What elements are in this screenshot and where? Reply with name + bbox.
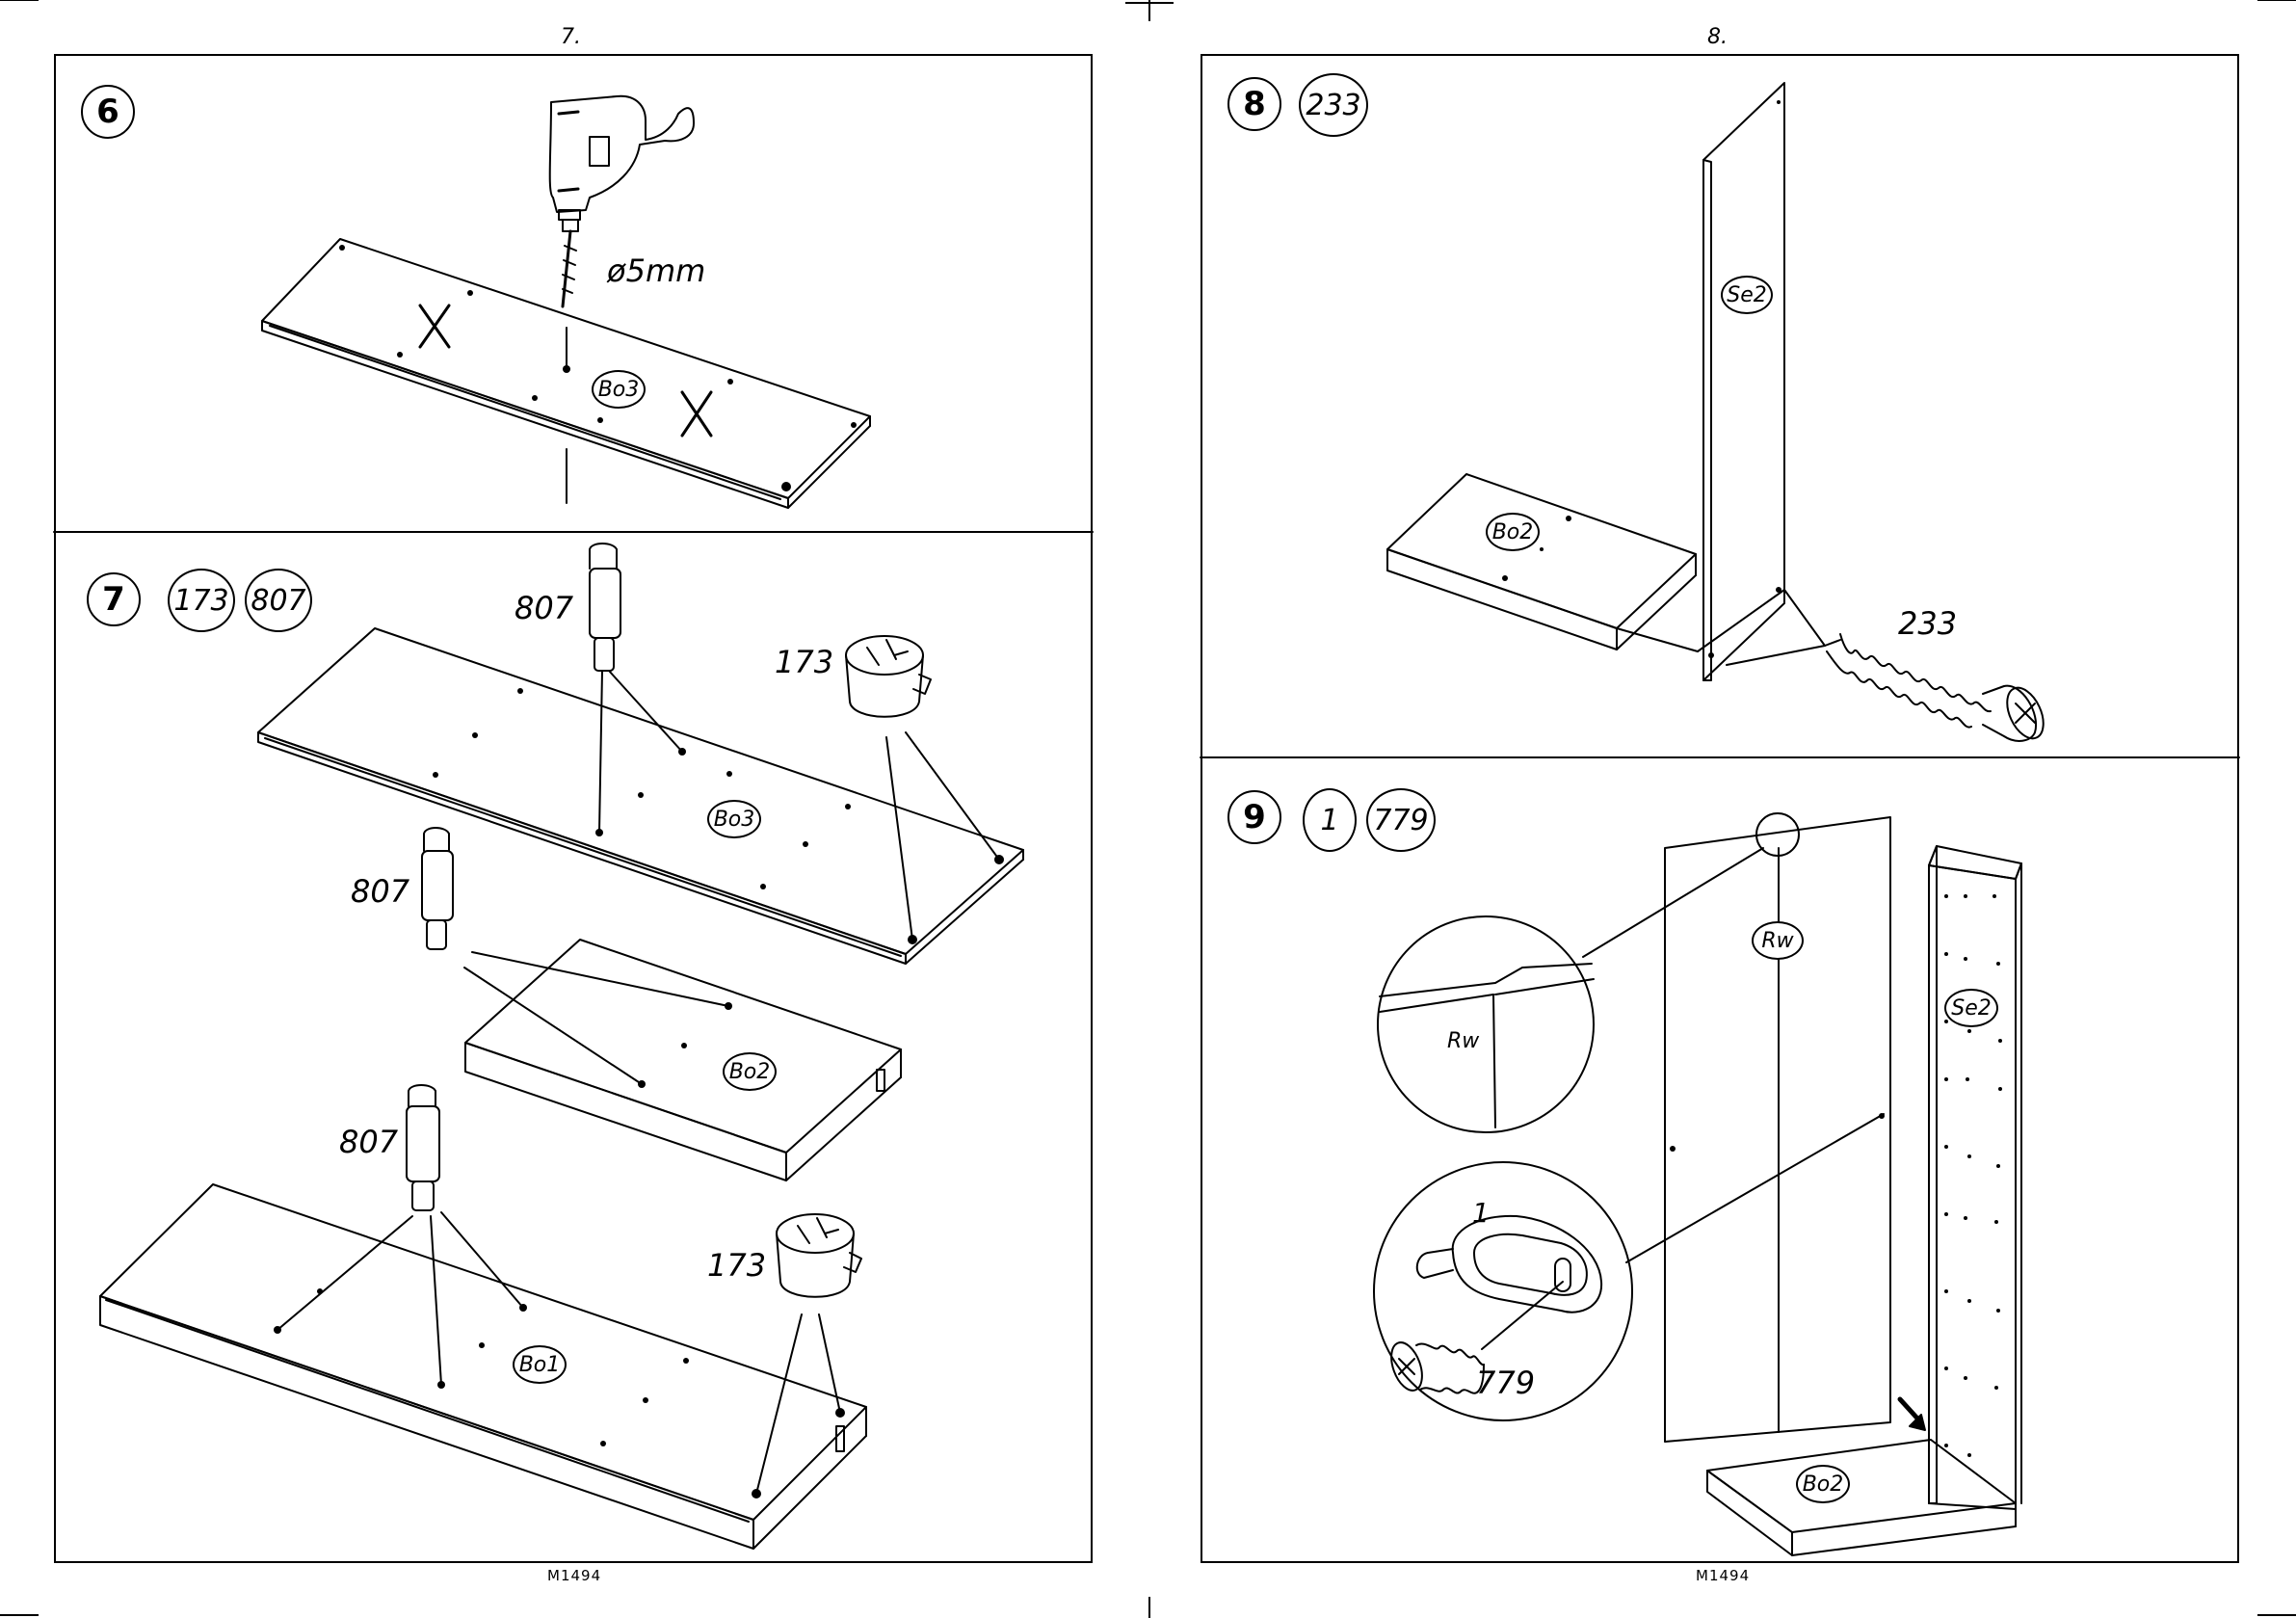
board-bo3-label-step6: Bo3 <box>592 370 646 409</box>
panel-rw-label-step9: Rw <box>1752 921 1804 960</box>
step8-board-bo2 <box>1387 474 1698 651</box>
dowel-icon <box>590 544 620 671</box>
drill-size-label: ø5mm <box>607 252 705 289</box>
step8-part-233: 233 <box>1299 73 1368 137</box>
dowel-807-label-b: 807 <box>351 873 409 910</box>
confirmat-screw-icon <box>1825 634 2050 744</box>
panel-se2-label-step9: Se2 <box>1944 989 1998 1027</box>
step-8-badge: 8 <box>1227 77 1281 131</box>
dowel-807-label-a: 807 <box>515 590 573 626</box>
step9-panel-se2 <box>1929 846 2021 1509</box>
step7-board-bo2 <box>465 940 901 1180</box>
step7-part-807: 807 <box>245 569 312 632</box>
cam-lock-icon <box>846 636 931 717</box>
board-bo2-label-step9: Bo2 <box>1796 1465 1850 1503</box>
step-9-badge: 9 <box>1227 790 1281 844</box>
panel-se2-label-step8: Se2 <box>1721 276 1773 314</box>
wall-clip-icon <box>1417 1216 1601 1313</box>
screw-779-label: 779 <box>1476 1365 1535 1401</box>
board-bo2-label-step7: Bo2 <box>723 1052 777 1091</box>
step-6-badge: 6 <box>81 85 135 139</box>
step-7-badge: 7 <box>87 572 141 626</box>
board-bo2-label-step8: Bo2 <box>1486 513 1540 551</box>
cam-173-label-b: 173 <box>707 1247 766 1284</box>
model-number-left: M1494 <box>547 1567 601 1584</box>
board-bo1-label-step7: Bo1 <box>513 1345 567 1384</box>
model-number-right: M1494 <box>1696 1567 1750 1584</box>
dowel-807-label-c: 807 <box>339 1124 398 1160</box>
step7-board-bo1 <box>100 1184 866 1549</box>
clip-1-label: 1 <box>1472 1197 1490 1229</box>
detail-circle-rw <box>1378 916 1594 1132</box>
screw-233-label: 233 <box>1898 605 1957 642</box>
board-bo3-label-step7: Bo3 <box>707 800 761 838</box>
step9-part-779: 779 <box>1366 788 1436 852</box>
step8-panel-se2 <box>1703 83 1784 680</box>
screw-icon <box>1386 1339 1484 1394</box>
detail-rw-label: Rw <box>1447 1029 1479 1053</box>
step9-part-1: 1 <box>1303 788 1357 852</box>
cam-173-label-a: 173 <box>775 644 833 680</box>
step7-part-173: 173 <box>168 569 235 632</box>
arrow-icon <box>1900 1399 1925 1430</box>
